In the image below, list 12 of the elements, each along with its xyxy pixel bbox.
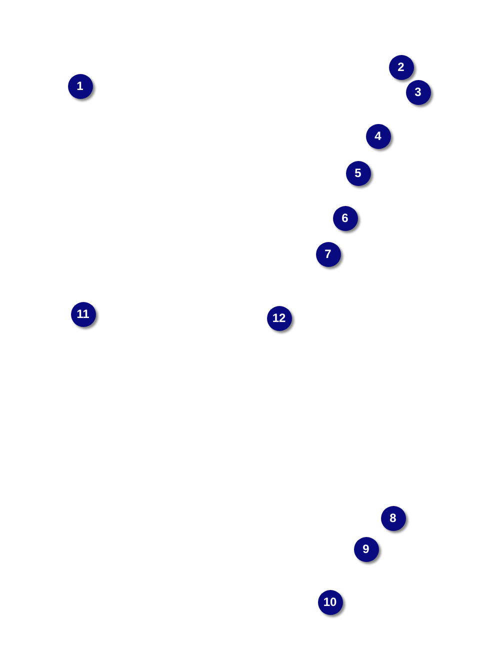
callout-number: 5 bbox=[346, 160, 370, 186]
callout-number: 7 bbox=[316, 242, 340, 266]
callout-number: 9 bbox=[354, 536, 378, 562]
callout-number: 10 bbox=[318, 590, 342, 614]
callout-number: 8 bbox=[380, 506, 406, 530]
callout-number: 2 bbox=[388, 54, 414, 80]
callout-number: 1 bbox=[68, 74, 92, 98]
callout-number: 11 bbox=[70, 302, 96, 326]
callout-number: 3 bbox=[406, 80, 430, 104]
callout-number: 4 bbox=[366, 124, 390, 148]
callout-number: 6 bbox=[332, 206, 358, 230]
callout-number: 12 bbox=[266, 306, 292, 330]
